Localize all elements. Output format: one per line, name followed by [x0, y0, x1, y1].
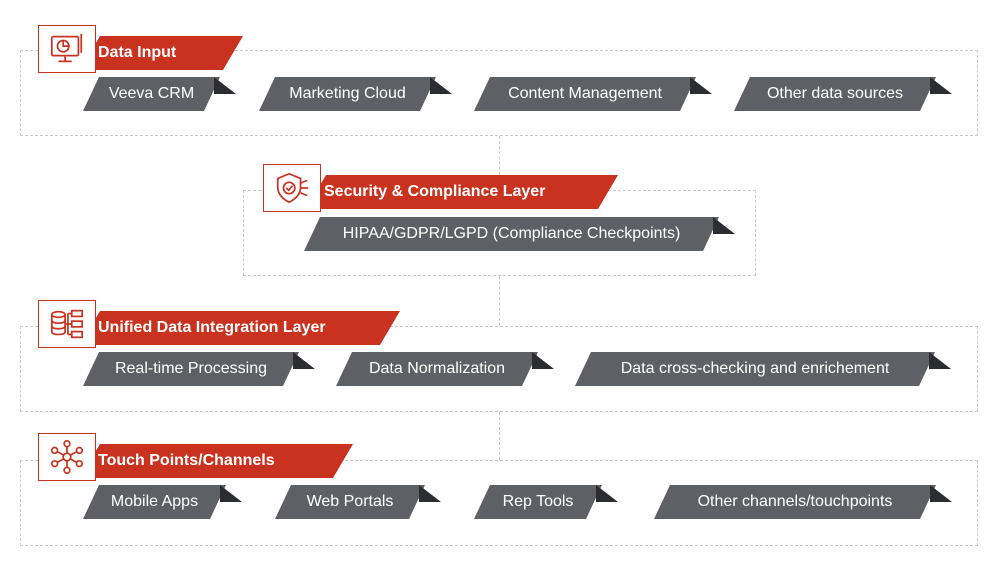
integration-item: Data Normalization	[336, 352, 554, 386]
connector-security-integration	[499, 276, 500, 326]
touchpoints-item: Web Portals	[275, 485, 441, 519]
touchpoints-item: Other channels/touchpoints	[654, 485, 952, 519]
security-item: HIPAA/GDPR/LGPD (Compliance Checkpoints)	[304, 217, 735, 251]
integration-section-frame	[20, 326, 978, 412]
database-flow-icon	[38, 300, 96, 348]
input-section-title: Data Input	[80, 36, 243, 70]
chart-monitor-icon	[38, 25, 96, 73]
touchpoints-section-title: Touch Points/Channels	[80, 444, 353, 478]
input-item: Marketing Cloud	[259, 77, 452, 111]
integration-item: Data cross-checking and enrichement	[575, 352, 951, 386]
input-item: Other data sources	[734, 77, 952, 111]
touchpoints-section-frame	[20, 460, 978, 546]
shield-check-icon	[263, 164, 321, 212]
input-section-frame	[20, 50, 978, 136]
input-item: Veeva CRM	[83, 77, 236, 111]
input-item: Content Management	[474, 77, 712, 111]
touchpoints-item: Rep Tools	[474, 485, 618, 519]
connector-input-security	[499, 136, 500, 190]
integration-section-title: Unified Data Integration Layer	[80, 311, 400, 345]
security-section-title: Security & Compliance Layer	[306, 175, 618, 209]
connector-integration-touchpoints	[499, 412, 500, 460]
touchpoints-item: Mobile Apps	[83, 485, 242, 519]
network-nodes-icon	[38, 433, 96, 481]
integration-item: Real-time Processing	[83, 352, 315, 386]
